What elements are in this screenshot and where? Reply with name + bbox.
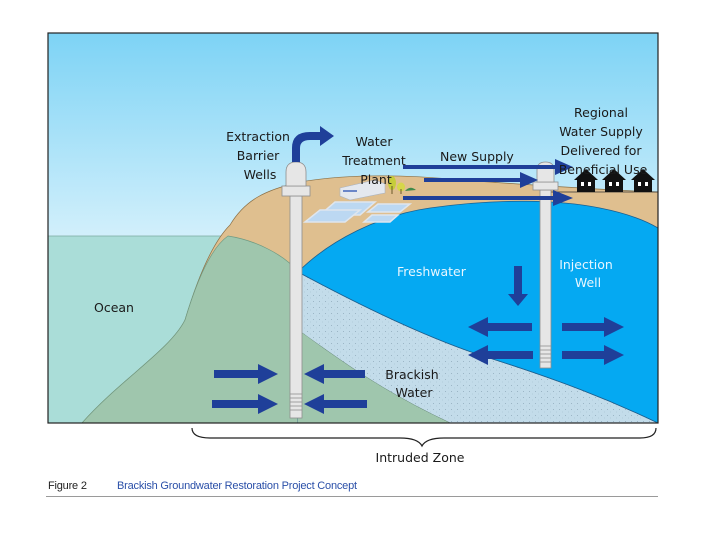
house-icon <box>602 169 626 192</box>
treatment-plant-label: Water Treatment Plant <box>341 134 410 187</box>
injection-right-arrow-top <box>562 317 624 337</box>
extraction-left-arrow-bottom <box>304 394 367 414</box>
extraction-right-arrow-bottom <box>212 394 278 414</box>
figure-title: Brackish Groundwater Restoration Project… <box>117 480 357 492</box>
house-icon <box>631 169 655 192</box>
extraction-outflow-arrow <box>292 126 334 162</box>
tree-icon <box>397 182 416 194</box>
new-supply-label: New Supply <box>440 149 514 164</box>
intruded-zone-brace <box>191 427 657 448</box>
house-icon <box>574 169 598 192</box>
injection-left-arrow-top <box>468 317 532 337</box>
extraction-well <box>281 161 311 419</box>
tree-icon <box>388 176 396 194</box>
supply-to-homes-arrow <box>403 159 573 175</box>
freshwater-lens <box>297 200 658 423</box>
new-supply-arrow-bottom <box>424 172 538 188</box>
injection-left-arrow-bottom <box>468 345 533 365</box>
figure-number: Figure 2 <box>48 480 87 492</box>
extraction-wells-label: Extraction Barrier Wells <box>226 129 294 182</box>
regional-supply-label: Regional Water Supply Delivered for Bene… <box>559 105 648 177</box>
intruded-zone-label: Intruded Zone <box>376 450 465 465</box>
caption-divider <box>46 496 658 497</box>
injection-down-arrow <box>508 266 528 306</box>
brackish-water-label: Brackish Water <box>385 367 442 400</box>
injection-well-label: Injection Well <box>559 257 617 290</box>
extraction-right-arrow-top <box>214 364 278 384</box>
treatment-plant-icon <box>302 179 413 223</box>
extraction-left-arrow-top <box>304 364 365 384</box>
freshwater-label: Freshwater <box>397 264 467 279</box>
new-supply-arrow-top <box>403 190 573 206</box>
injection-right-arrow-bottom <box>562 345 624 365</box>
ocean-label: Ocean <box>94 300 134 315</box>
diagram-frame <box>47 32 659 424</box>
